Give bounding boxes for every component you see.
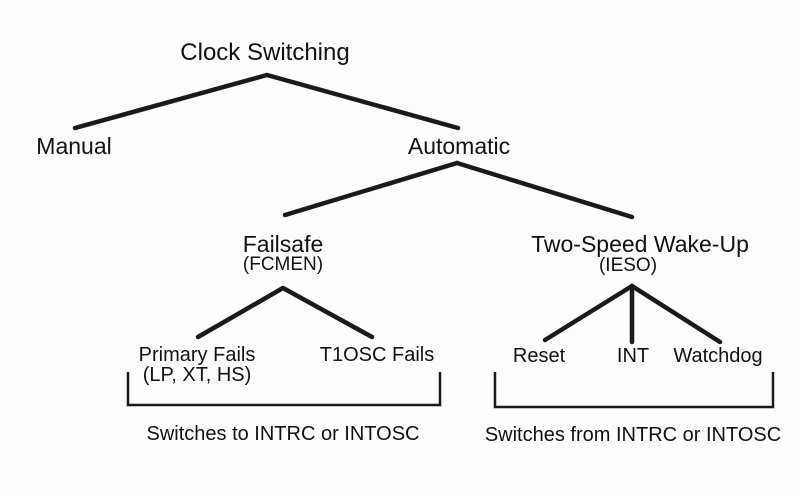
edge-root-manual xyxy=(72,72,270,131)
node-int: INT xyxy=(616,345,650,367)
edge-two-speed-watchdog xyxy=(629,283,723,345)
edge-failsafe-primary xyxy=(195,285,286,340)
node-manual: Manual xyxy=(36,133,112,159)
node-primary-fails-subtitle: (LP, XT, HS) xyxy=(142,364,252,386)
node-t1osc-fails: T1OSC Fails xyxy=(319,344,435,366)
node-two-speed-wake-up: Two-Speed Wake-Up xyxy=(531,231,749,257)
edge-automatic-failsafe xyxy=(282,160,460,218)
node-failsafe-subtitle: (FCMEN) xyxy=(242,254,324,275)
caption-switches-from: Switches from INTRC or INTOSC xyxy=(484,424,782,446)
bracket-failsafe-group xyxy=(126,372,442,407)
edge-root-automatic xyxy=(264,72,461,131)
node-automatic: Automatic xyxy=(407,133,511,159)
node-primary-fails: Primary Fails xyxy=(138,344,256,366)
node-reset: Reset xyxy=(512,345,566,367)
bracket-two-speed-group xyxy=(493,372,775,409)
node-watchdog: Watchdog xyxy=(673,345,763,367)
node-failsafe: Failsafe xyxy=(242,231,324,257)
edge-automatic-two-speed xyxy=(454,160,635,220)
edge-failsafe-t1osc xyxy=(280,285,375,340)
edge-two-speed-reset xyxy=(542,283,635,343)
node-clock-switching: Clock Switching xyxy=(180,39,350,66)
caption-switches-to: Switches to INTRC or INTOSC xyxy=(146,423,420,445)
node-two-speed-subtitle: (IESO) xyxy=(598,255,658,276)
